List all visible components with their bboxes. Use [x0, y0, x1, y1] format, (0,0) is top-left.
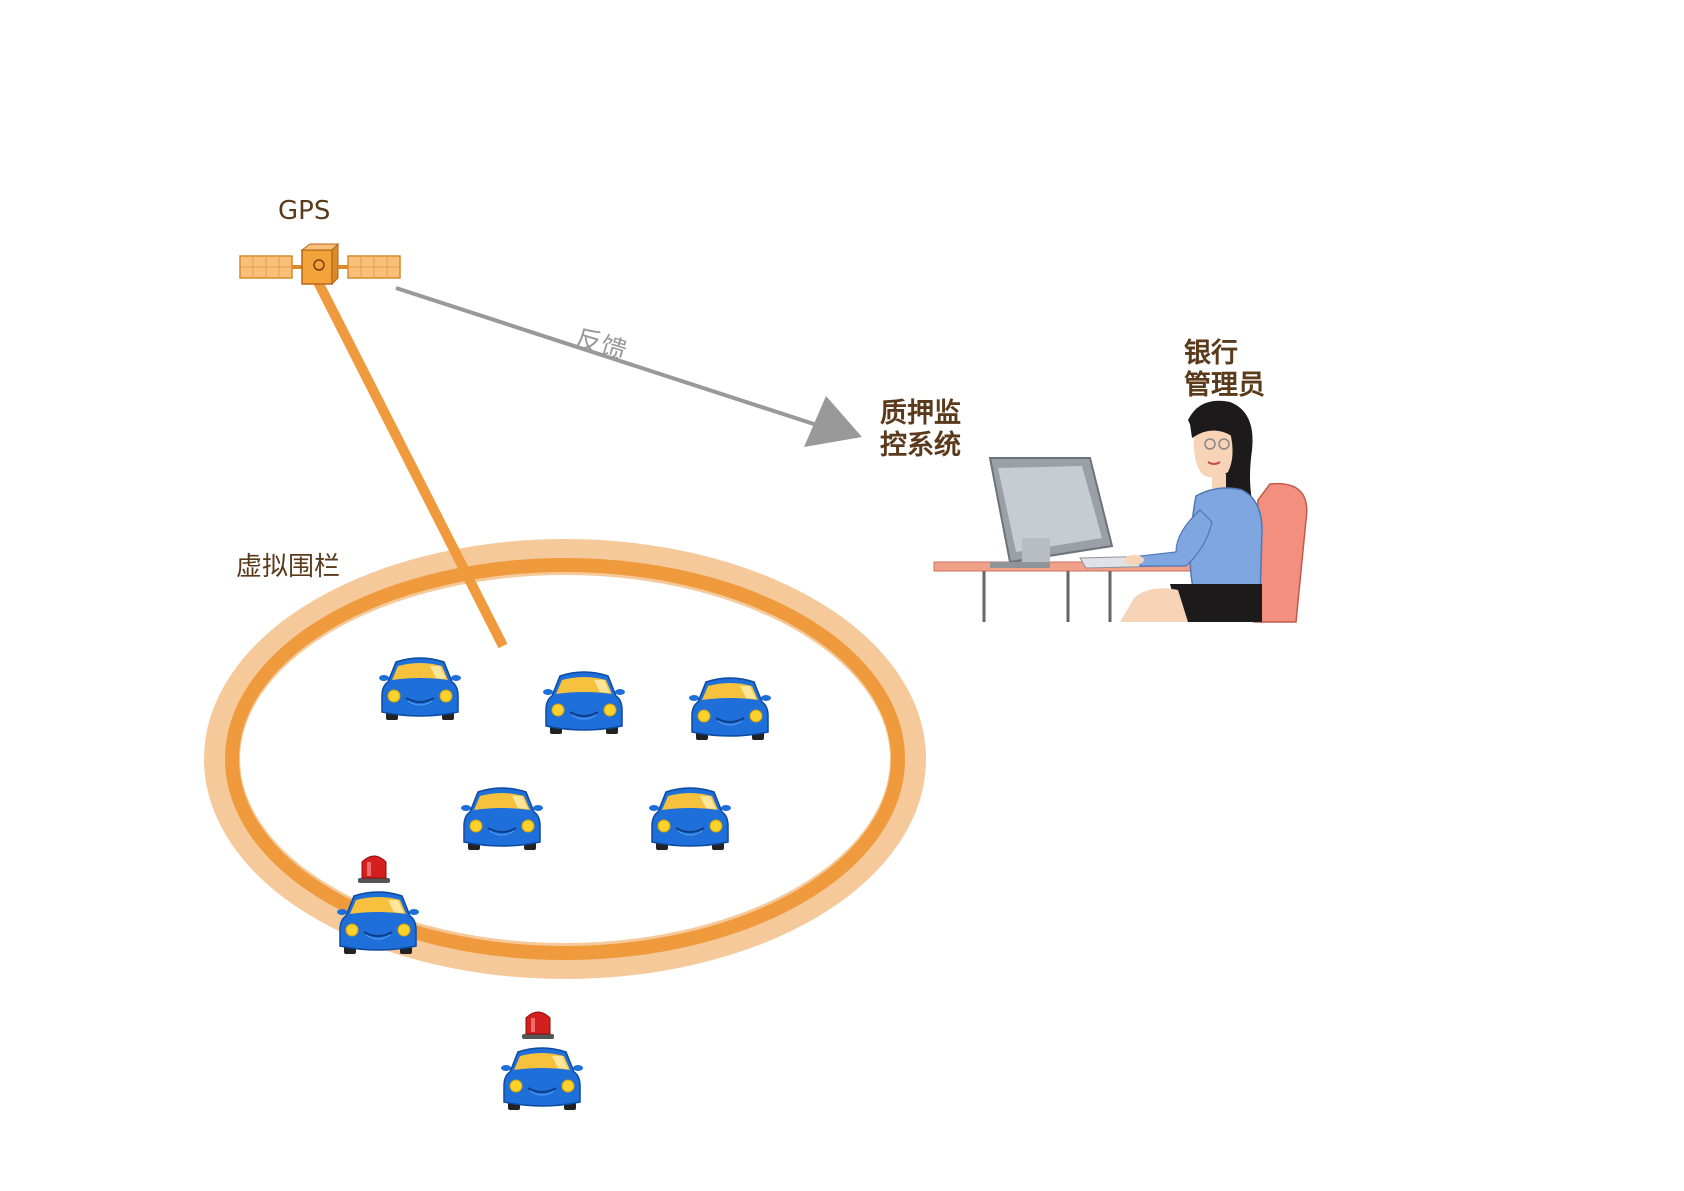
car-icon	[460, 787, 544, 851]
alarm-light-icon	[357, 855, 391, 884]
pledge-monitoring-system-label: 质押监 控系统	[880, 398, 961, 461]
bank-manager-icon	[1120, 400, 1263, 622]
virtual-fence-label: 虚拟围栏	[236, 552, 341, 582]
computer-icon	[988, 457, 1170, 569]
car-icon	[542, 671, 626, 735]
alarm-light-icon	[521, 1011, 555, 1040]
virtual-fence	[204, 539, 926, 979]
car-icon	[500, 1047, 584, 1111]
chair-icon	[1253, 482, 1308, 623]
car-icon	[378, 657, 462, 721]
bank-manager-label: 银行 管理员	[1184, 338, 1265, 401]
car-icon	[648, 787, 732, 851]
satellite-icon	[239, 242, 401, 286]
feedback-arrow	[395, 286, 862, 447]
gps-signal-beam	[313, 279, 508, 649]
car-icon	[688, 677, 772, 741]
gps-label: GPS	[278, 196, 331, 226]
